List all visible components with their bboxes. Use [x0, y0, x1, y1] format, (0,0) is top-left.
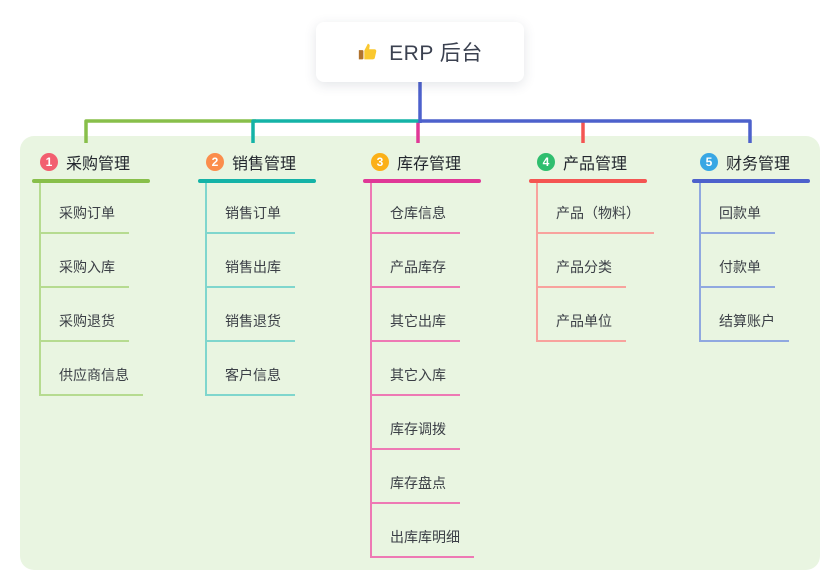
node-item[interactable]: 采购入库 [41, 234, 143, 288]
branch-underline [529, 179, 647, 183]
node-label: 产品（物料） [538, 203, 654, 234]
node-label: 付款单 [701, 257, 775, 288]
branch-title: 产品管理 [563, 156, 628, 173]
branch-inventory: 3 库存管理 仓库信息 产品库存 其它出库 其它入库 库存调拨 库存盘点 出库库… [363, 146, 481, 558]
node-label: 结算账户 [701, 311, 789, 342]
branch-children: 仓库信息 产品库存 其它出库 其它入库 库存调拨 库存盘点 出库库明细 [370, 182, 474, 558]
branch-title: 销售管理 [232, 156, 297, 173]
node-item[interactable]: 销售出库 [207, 234, 295, 288]
branch-sales-header[interactable]: 2 销售管理 [198, 152, 316, 173]
thumbs-up-icon [357, 41, 379, 63]
node-label: 产品库存 [372, 257, 460, 288]
node-item[interactable]: 采购订单 [41, 183, 143, 234]
branch-inventory-header[interactable]: 3 库存管理 [363, 152, 481, 173]
node-label: 其它入库 [372, 365, 460, 396]
node-item[interactable]: 供应商信息 [41, 342, 143, 396]
branches-panel [20, 136, 820, 570]
node-item[interactable]: 销售订单 [207, 183, 295, 234]
branch-product: 4 产品管理 产品（物料） 产品分类 产品单位 [529, 146, 654, 342]
branch-purchase-header[interactable]: 1 采购管理 [32, 152, 150, 173]
branch-number-badge: 4 [537, 153, 555, 171]
node-item[interactable]: 出库库明细 [372, 504, 474, 558]
node-item[interactable]: 采购退货 [41, 288, 143, 342]
node-item[interactable]: 付款单 [701, 234, 789, 288]
node-item[interactable]: 库存盘点 [372, 450, 474, 504]
node-label: 出库库明细 [372, 527, 474, 558]
node-item[interactable]: 仓库信息 [372, 183, 474, 234]
branch-underline [363, 179, 481, 183]
node-label: 回款单 [701, 203, 775, 234]
node-label: 其它出库 [372, 311, 460, 342]
branch-finance-header[interactable]: 5 财务管理 [692, 152, 810, 173]
branch-title: 采购管理 [66, 156, 131, 173]
branch-children: 销售订单 销售出库 销售退货 客户信息 [205, 182, 295, 396]
node-label: 采购订单 [41, 203, 129, 234]
node-label: 客户信息 [207, 365, 295, 396]
branch-number-badge: 1 [40, 153, 58, 171]
root-node[interactable]: ERP 后台 [316, 22, 524, 82]
node-label: 销售订单 [207, 203, 295, 234]
node-label: 采购入库 [41, 257, 129, 288]
node-label: 仓库信息 [372, 203, 460, 234]
node-label: 采购退货 [41, 311, 129, 342]
node-item[interactable]: 结算账户 [701, 288, 789, 342]
node-item[interactable]: 产品分类 [538, 234, 654, 288]
node-item[interactable]: 客户信息 [207, 342, 295, 396]
node-item[interactable]: 回款单 [701, 183, 789, 234]
branch-underline [692, 179, 810, 183]
branch-number-badge: 3 [371, 153, 389, 171]
branch-children: 回款单 付款单 结算账户 [699, 182, 789, 342]
node-item[interactable]: 产品单位 [538, 288, 654, 342]
node-label: 供应商信息 [41, 365, 143, 396]
branch-number-badge: 2 [206, 153, 224, 171]
branch-children: 采购订单 采购入库 采购退货 供应商信息 [39, 182, 143, 396]
node-label: 库存盘点 [372, 473, 460, 504]
branch-title: 财务管理 [726, 156, 791, 173]
node-item[interactable]: 销售退货 [207, 288, 295, 342]
node-label: 库存调拨 [372, 419, 460, 450]
branch-underline [198, 179, 316, 183]
node-item[interactable]: 产品库存 [372, 234, 474, 288]
root-node-title: ERP 后台 [389, 42, 483, 65]
node-label: 产品单位 [538, 311, 626, 342]
branch-title: 库存管理 [397, 156, 462, 173]
branch-children: 产品（物料） 产品分类 产品单位 [536, 182, 654, 342]
branch-product-header[interactable]: 4 产品管理 [529, 152, 654, 173]
node-label: 销售退货 [207, 311, 295, 342]
branch-underline [32, 179, 150, 183]
node-item[interactable]: 其它入库 [372, 342, 474, 396]
branch-number-badge: 5 [700, 153, 718, 171]
branch-purchase: 1 采购管理 采购订单 采购入库 采购退货 供应商信息 [32, 146, 150, 396]
branch-finance: 5 财务管理 回款单 付款单 结算账户 [692, 146, 810, 342]
node-item[interactable]: 库存调拨 [372, 396, 474, 450]
node-label: 销售出库 [207, 257, 295, 288]
node-item[interactable]: 其它出库 [372, 288, 474, 342]
node-label: 产品分类 [538, 257, 626, 288]
node-item[interactable]: 产品（物料） [538, 183, 654, 234]
branch-sales: 2 销售管理 销售订单 销售出库 销售退货 客户信息 [198, 146, 316, 396]
